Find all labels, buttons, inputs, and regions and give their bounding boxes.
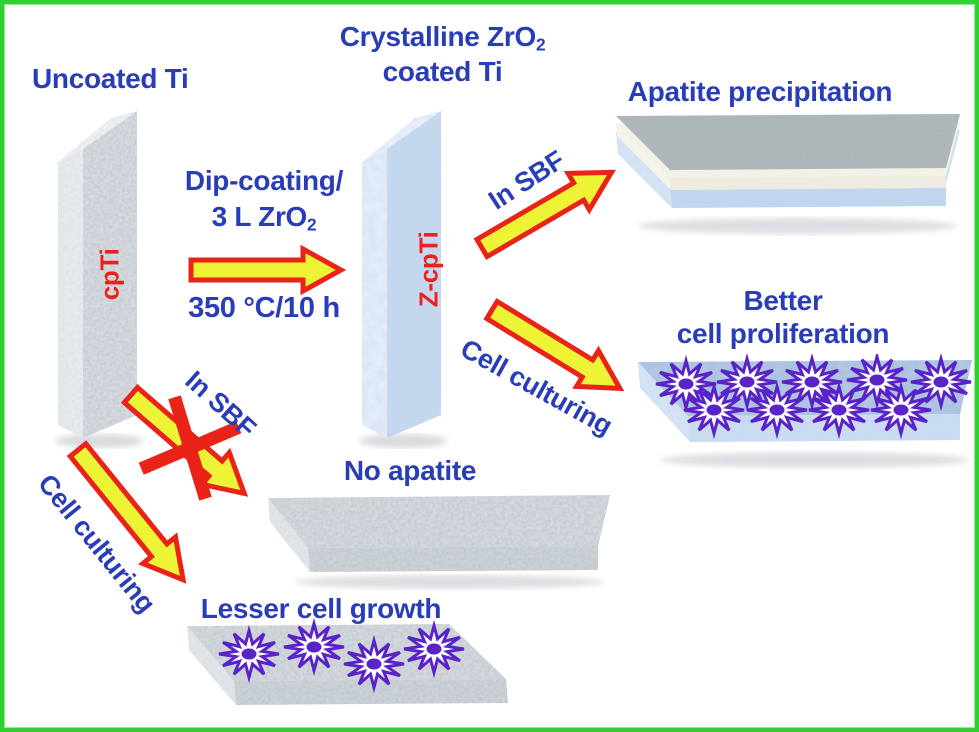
temperature-label: 350 °C/10 h bbox=[188, 292, 340, 324]
lesser-cell-growth-label: Lesser cell growth bbox=[200, 593, 442, 624]
crystalline-title: Crystalline ZrO2 coated Ti bbox=[300, 20, 585, 88]
no-apatite-slab-faces bbox=[268, 495, 610, 572]
zro2-layers-main: 3 L ZrO bbox=[211, 201, 308, 232]
zcpti-label: Z-cpTi bbox=[413, 231, 444, 308]
cpti-slab bbox=[55, 111, 143, 448]
dip-coating-label: Dip-coating/ bbox=[184, 165, 344, 196]
better-proliferation-label: Better cell proliferation bbox=[658, 284, 908, 350]
zcpti-slab-faces bbox=[362, 111, 441, 438]
better-proliferation-slab bbox=[638, 355, 973, 468]
zro2-layers-sub: 2 bbox=[307, 214, 317, 235]
zcpti-slab bbox=[359, 111, 447, 448]
zro2-layers-label: 3 L ZrO2 bbox=[149, 200, 379, 235]
apatite-slab-top-face bbox=[616, 114, 960, 170]
crystalline-title-line2: coated Ti bbox=[382, 55, 503, 87]
apatite-slab bbox=[616, 114, 960, 234]
cpti-slab-faces bbox=[58, 111, 137, 438]
apatite-precipitation-label: Apatite precipitation bbox=[627, 76, 893, 107]
process-arrows bbox=[66, 169, 625, 584]
cpti-label: cpTi bbox=[94, 248, 125, 301]
better-line2: cell proliferation bbox=[676, 318, 890, 350]
in-sbf-arrow bbox=[473, 169, 616, 261]
crystalline-line1-main: Crystalline ZrO bbox=[339, 21, 537, 52]
uncoated-ti-text: Uncoated Ti bbox=[32, 63, 189, 94]
red-cross-icon bbox=[138, 395, 242, 501]
lesser-growth-slab bbox=[187, 622, 508, 705]
cell-culturing-right-arrow bbox=[483, 298, 625, 392]
crystalline-line1-sub: 2 bbox=[535, 34, 546, 55]
crystalline-title-line1: Crystalline ZrO2 bbox=[300, 20, 585, 55]
better-line1: Better bbox=[743, 285, 823, 316]
cell-culturing-left-arrow bbox=[66, 440, 187, 584]
dip-coating-arrow bbox=[188, 244, 347, 296]
no-apatite-label: No apatite bbox=[343, 455, 477, 486]
no-apatite-slab bbox=[268, 495, 610, 589]
uncoated-ti-label: Uncoated Ti bbox=[32, 62, 189, 95]
